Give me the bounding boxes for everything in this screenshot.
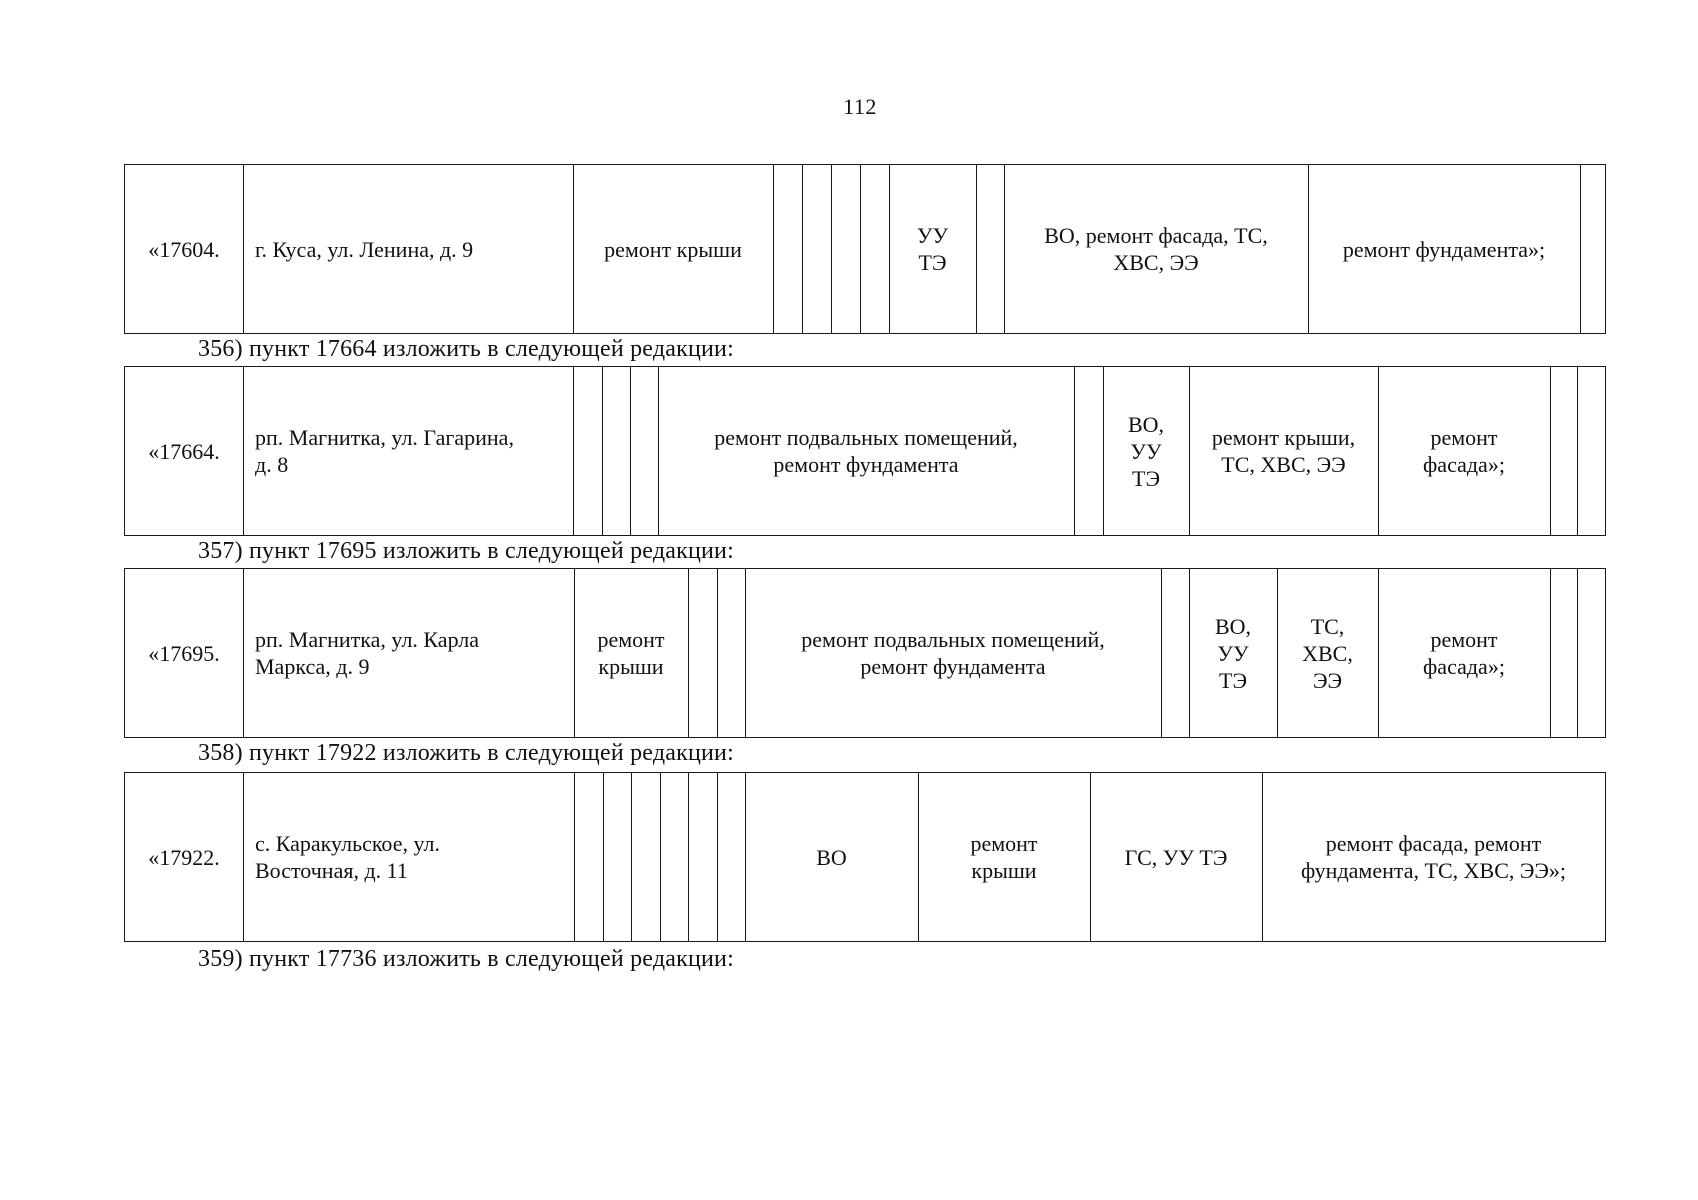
work-cell: ремонт подвальных помещений, ремонт фунд… [714, 425, 1018, 477]
amendment-instruction: 358) пункт 17922 изложить в следующей ре… [198, 740, 734, 766]
table-row: «17664. рп. Магнитка, ул. Гагарина, д. 8… [124, 366, 1606, 536]
amendment-instruction: 356) пункт 17664 изложить в следующей ре… [198, 336, 734, 362]
work-cell: ТС, ХВС, ЭЭ [1302, 613, 1353, 693]
item-address: г. Куса, ул. Ленина, д. 9 [255, 236, 474, 262]
work-cell: ремонт крыши [970, 831, 1038, 883]
work-cell: ВО, УУ ТЭ [1127, 411, 1165, 491]
work-cell: ВО, ремонт фасада, ТС, ХВС, ЭЭ [1044, 223, 1268, 275]
item-address: рп. Магнитка, ул. Гагарина, д. 8 [255, 425, 514, 477]
work-cell: ремонт подвальных помещений, ремонт фунд… [801, 627, 1105, 679]
work-cell: ВО [816, 844, 847, 870]
page-number: 112 [843, 94, 877, 119]
work-cell: ремонт крыши [604, 236, 742, 262]
work-cell: ремонт фасада, ремонт фундамента, ТС, ХВ… [1300, 831, 1567, 883]
item-number: «17695. [148, 640, 220, 666]
work-cell: ВО, УУ ТЭ [1214, 613, 1252, 693]
work-cell: ремонт крыши, ТС, ХВС, ЭЭ [1211, 425, 1356, 477]
amendment-instruction: 357) пункт 17695 изложить в следующей ре… [198, 538, 734, 564]
table-row: «17922. с. Каракульское, ул. Восточная, … [124, 772, 1606, 942]
item-address: с. Каракульское, ул. Восточная, д. 11 [255, 831, 440, 883]
work-cell: ГС, УУ ТЭ [1124, 844, 1228, 870]
item-number: «17604. [148, 236, 220, 262]
item-number: «17922. [148, 844, 220, 870]
work-cell: УУ ТЭ [916, 223, 949, 275]
work-cell: ремонт фасада»; [1423, 425, 1505, 477]
work-cell: ремонт крыши [597, 627, 665, 679]
amendment-instruction: 359) пункт 17736 изложить в следующей ре… [198, 946, 734, 972]
work-cell: ремонт фундамента»; [1342, 236, 1546, 262]
table-row: «17604. г. Куса, ул. Ленина, д. 9 ремонт… [124, 164, 1606, 334]
item-address: рп. Магнитка, ул. Карла Маркса, д. 9 [255, 627, 480, 679]
table-row: «17695. рп. Магнитка, ул. Карла Маркса, … [124, 568, 1606, 738]
work-cell: ремонт фасада»; [1423, 627, 1505, 679]
item-number: «17664. [148, 438, 220, 464]
